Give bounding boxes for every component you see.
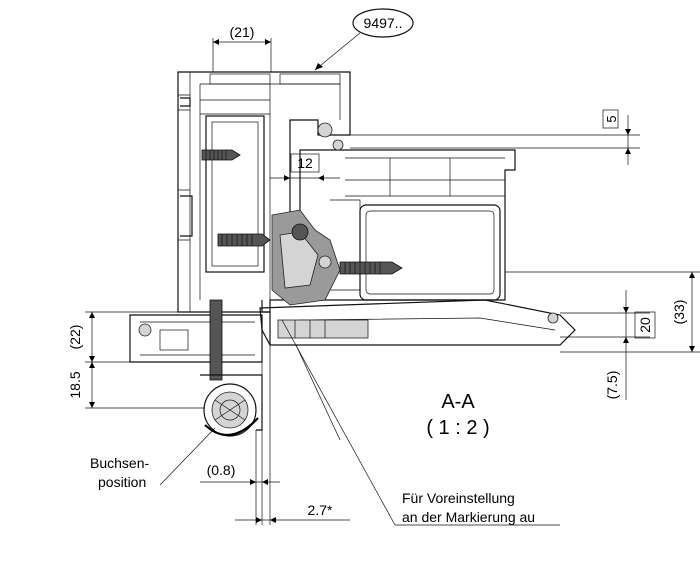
dim-height-total-text: (33) xyxy=(671,300,687,325)
part-number-text: 9497.. xyxy=(364,15,403,31)
frame-profile xyxy=(177,71,351,313)
bushing-label-line1: Buchsen- xyxy=(90,455,149,471)
dim-left-18-text: 18.5 xyxy=(67,371,83,398)
dim-top-width: (21) xyxy=(212,24,272,72)
dim-gap-top: 5 xyxy=(350,109,640,165)
dim-offset-star-text: 2.7* xyxy=(308,502,333,518)
section-scale: ( 1 : 2 ) xyxy=(426,417,489,439)
preset-label-line1: Für Voreinstellung xyxy=(402,490,515,506)
section-name: A-A xyxy=(441,391,475,413)
dim-right-stack: (33) 20 (7.5) xyxy=(505,271,700,400)
dim-height-20-text: 20 xyxy=(637,317,653,333)
dim-offset-small-text: (0.8) xyxy=(207,462,236,478)
dim-left-stack: (22) 18.5 xyxy=(67,311,205,409)
dim-top-width-text: (21) xyxy=(230,24,255,40)
dim-left-height-text: (22) xyxy=(67,325,83,350)
preset-label-line2: an der Markierung au xyxy=(402,509,535,525)
dim-gap-top-text: 5 xyxy=(604,115,619,122)
hinge-body xyxy=(129,209,576,437)
dim-seal-width: 12 xyxy=(270,153,340,181)
dim-height-lower-text: (7.5) xyxy=(604,371,620,400)
bushing-label: Buchsen- position xyxy=(90,427,216,490)
part-number-callout: 9497.. xyxy=(314,8,414,71)
dim-bottom-offsets: (0.8) 2.7* xyxy=(200,345,350,525)
dim-seal-width-text: 12 xyxy=(297,155,313,171)
preset-label: Für Voreinstellung an der Markierung au xyxy=(281,319,560,526)
section-label: A-A ( 1 : 2 ) xyxy=(426,391,489,439)
bushing-label-line2: position xyxy=(98,474,146,490)
